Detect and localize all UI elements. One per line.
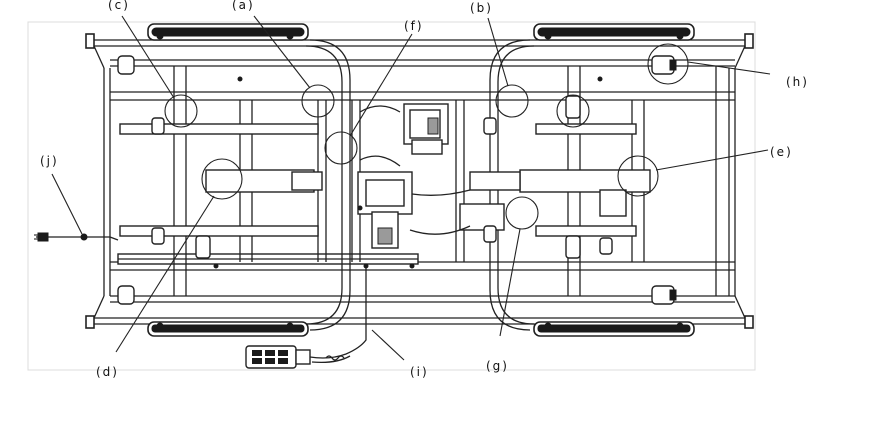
pendant-button: [265, 358, 275, 364]
power-cord: [34, 232, 119, 242]
callout-circle-e: [617, 155, 659, 197]
pendant-buttons: [252, 350, 288, 364]
pendant-button: [278, 358, 288, 364]
callout-circle-a: [301, 84, 335, 118]
casters: [117, 55, 677, 305]
bolsters: [147, 23, 695, 337]
label-d: (d): [96, 365, 119, 379]
callout-labels: (a) (b) (c) (d) (e) (f) (g) (h) (i) (j): [40, 0, 809, 379]
callout-circle-d: [201, 158, 243, 200]
label-c: (c): [108, 0, 130, 12]
label-g: (g): [486, 359, 509, 373]
label-f: (f): [404, 19, 424, 33]
pendant-button: [265, 350, 275, 356]
label-j: (j): [40, 154, 59, 168]
pendant-button: [278, 350, 288, 356]
pendant-button: [252, 350, 262, 356]
label-b: (b): [470, 1, 493, 15]
callout-circle-c: [164, 94, 198, 128]
callout-circles: [164, 43, 689, 230]
motors: [357, 103, 627, 249]
callout-circle-b: [495, 84, 529, 118]
label-i: (i): [410, 365, 429, 379]
label-h: (h): [786, 75, 809, 89]
label-e: (e): [770, 145, 793, 159]
bolts: [156, 32, 684, 330]
drawing-border: [27, 21, 756, 371]
label-a: (a): [232, 0, 255, 12]
hand-pendant: [245, 268, 367, 369]
pendant-button: [252, 358, 262, 364]
leader-lines: [51, 15, 771, 361]
callout-circle-g: [505, 196, 539, 230]
callout-circle-h: [647, 43, 689, 85]
callout-circle-c2: [556, 94, 590, 128]
inner-rails: [110, 59, 735, 303]
callout-circle-f: [324, 131, 358, 165]
